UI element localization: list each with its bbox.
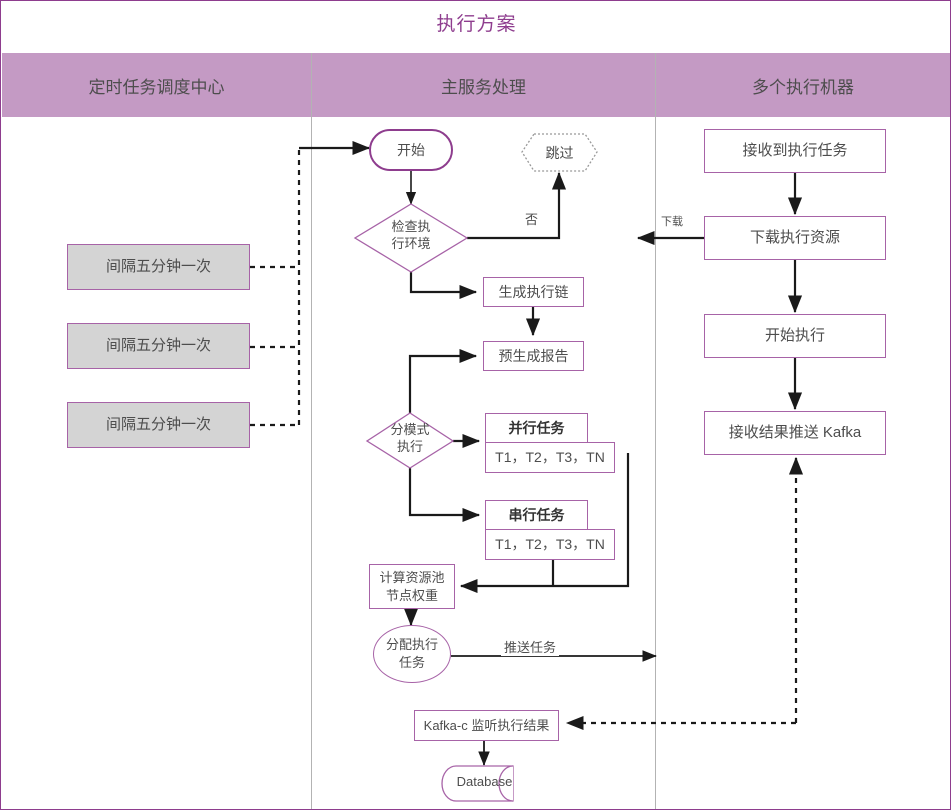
- node-push-result-kafka[interactable]: 接收结果推送 Kafka: [704, 411, 886, 455]
- node-check-environment-label: 检查执 行环境: [355, 219, 467, 253]
- node-serial-task-body[interactable]: T1，T2，T3，TN: [485, 529, 615, 560]
- lane-divider-1: [311, 53, 312, 809]
- node-timer-3[interactable]: 间隔五分钟一次: [67, 402, 250, 448]
- node-kafka-consumer[interactable]: Kafka-c 监听执行结果: [414, 710, 559, 741]
- check-env-line-2: 行环境: [391, 235, 431, 251]
- edge-label-push-task: 推送任务: [501, 637, 560, 656]
- node-execution-mode-label: 分模式 执行: [367, 422, 453, 456]
- check-env-line-1: 检查执: [391, 219, 431, 234]
- node-parallel-task-body[interactable]: T1，T2，T3，TN: [485, 442, 615, 473]
- mode-line-1: 分模式: [390, 422, 430, 437]
- assign-line-1: 分配执行: [385, 637, 438, 653]
- node-calc-resource-weight[interactable]: 计算资源池 节点权重: [369, 564, 455, 609]
- node-parallel-task-title[interactable]: 并行任务: [485, 413, 588, 443]
- node-pre-generate-report[interactable]: 预生成报告: [483, 341, 584, 371]
- node-receive-task[interactable]: 接收到执行任务: [704, 129, 886, 173]
- node-serial-task-title[interactable]: 串行任务: [485, 500, 588, 530]
- lane-header-scheduler: 定时任务调度中心: [2, 53, 311, 117]
- node-start[interactable]: 开始: [369, 129, 453, 171]
- assign-line-2: 任务: [398, 655, 425, 670]
- node-timer-2[interactable]: 间隔五分钟一次: [67, 323, 250, 369]
- page-title: 执行方案: [436, 14, 517, 35]
- node-begin-execution[interactable]: 开始执行: [704, 314, 886, 358]
- node-database-label: Database: [456, 774, 513, 789]
- node-generate-chain[interactable]: 生成执行链: [483, 277, 584, 307]
- edge-label-download: 下载: [658, 213, 686, 229]
- node-download-resource[interactable]: 下载执行资源: [704, 216, 886, 260]
- lane-divider-2: [655, 53, 656, 809]
- lane-header-executors: 多个执行机器: [656, 53, 950, 117]
- lane-header-main-service: 主服务处理: [312, 53, 655, 117]
- calc-weight-line-2: 节点权重: [385, 587, 438, 603]
- node-timer-1[interactable]: 间隔五分钟一次: [67, 244, 250, 290]
- mode-line-2: 执行: [396, 438, 423, 454]
- calc-weight-line-1: 计算资源池: [379, 569, 445, 585]
- node-skip-label: 跳过: [545, 144, 574, 161]
- node-assign-task[interactable]: 分配执行 任务: [373, 625, 451, 683]
- edge-label-no: 否: [522, 209, 542, 228]
